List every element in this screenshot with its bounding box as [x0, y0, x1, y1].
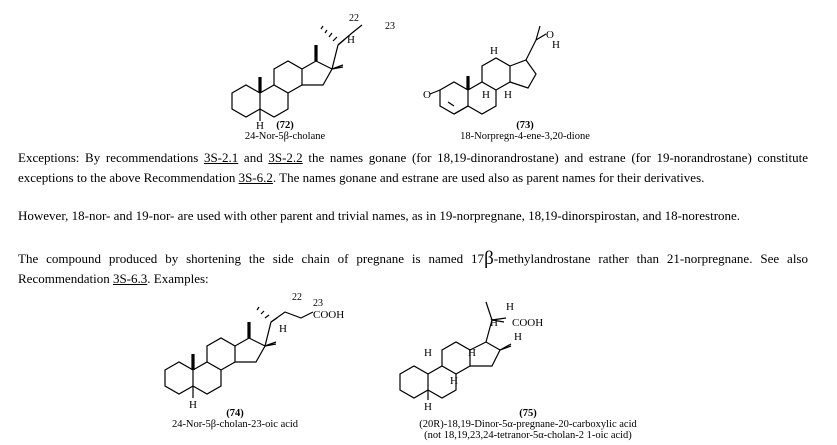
caption-72-number: (72) — [276, 120, 294, 131]
structure-75: H COOH H H H H H H — [390, 296, 610, 413]
caption-73-number: (73) — [516, 120, 534, 131]
p3-text-1: The compound produced by shortening the … — [18, 251, 485, 266]
p1-text-4: . The names gonane and estrane are used … — [272, 169, 705, 185]
paragraph-shortening: The compound produced by shortening the … — [18, 249, 808, 288]
label-74-h17: H — [279, 323, 287, 335]
label-73-o3: O — [423, 89, 431, 101]
structure-72: 22 23 H H — [215, 5, 415, 135]
caption-73: (73) 18-Norpregn-4-ene-3,20-dione — [440, 120, 610, 142]
caption-75: (75) (20R)-18,19-Dinor-5α-pregnane-20-ca… — [388, 408, 668, 441]
label-74-23: 23 — [313, 298, 323, 309]
caption-74-name: 24-Nor-5β-cholan-23-oic acid — [171, 419, 299, 430]
label-72-h17: H — [347, 34, 355, 46]
structure-73-drawing: O O H H H H — [423, 25, 560, 115]
label-75-cooh: COOH — [512, 317, 543, 329]
label-75-h5: H — [424, 401, 432, 413]
label-74-cooh: COOH — [313, 309, 344, 321]
p1-text-1: Exceptions: By recommendations — [18, 150, 204, 165]
caption-74-number: (74) — [226, 408, 244, 419]
p1-text-3: the names gonane (for 18,19-dinorandrost… — [18, 150, 808, 185]
structure-73: O O H H H H — [418, 18, 618, 128]
structure-74-drawing: 22 23 COOH H H — [164, 292, 344, 411]
link-3s-6-3[interactable]: 3S-6.3 — [112, 270, 148, 286]
caption-75-name-alt: (not 18,19,23,24-tetranor-5α-cholan-2 1-… — [424, 430, 632, 441]
label-75-h9: H — [450, 375, 458, 387]
label-72-22: 22 — [349, 13, 359, 24]
p1-text-2: and — [238, 150, 269, 165]
p3-text-2: -methylandrostane rather than 21-norpreg… — [18, 251, 808, 286]
caption-72-name: 24-Nor-5β-cholane — [244, 131, 326, 142]
structure-72-drawing: 22 23 H H — [231, 13, 395, 132]
structure-74: 22 23 COOH H H — [155, 292, 375, 412]
label-72-23: 23 — [385, 21, 395, 32]
label-73-h17: H — [552, 39, 560, 51]
p3-beta: β — [484, 248, 494, 269]
label-74-22: 22 — [292, 292, 302, 303]
label-73-h9: H — [482, 89, 490, 101]
link-3s-2-2[interactable]: 3S-2.2 — [268, 150, 303, 165]
label-73-h14: H — [504, 89, 512, 101]
label-73-o20: O — [546, 29, 554, 41]
caption-75-name: (20R)-18,19-Dinor-5α-pregnane-20-carboxy… — [419, 419, 637, 430]
caption-75-number: (75) — [519, 408, 537, 419]
structure-75-drawing: H COOH H H H H H H — [399, 301, 543, 413]
label-73-h8: H — [490, 45, 498, 57]
paragraph-however: However, 18-nor- and 19-nor- are used wi… — [18, 208, 741, 223]
link-3s-6-2[interactable]: 3S-6.2 — [238, 169, 273, 185]
label-75-h10: H — [424, 347, 432, 359]
link-3s-2-1[interactable]: 3S-2.1 — [203, 150, 239, 165]
label-74-h5: H — [189, 399, 197, 411]
label-75-h8: H — [468, 347, 476, 359]
caption-74: (74) 24-Nor-5β-cholan-23-oic acid — [160, 408, 310, 430]
paragraph-exceptions: Exceptions: By recommendations 3S-2.1 an… — [18, 148, 808, 187]
caption-72: (72) 24-Nor-5β-cholane — [225, 120, 345, 142]
label-75-h14top: H — [490, 317, 498, 329]
label-72-h5: H — [256, 120, 264, 132]
label-75-h20: H — [506, 301, 514, 313]
label-75-h17: H — [514, 331, 522, 343]
caption-73-name: 18-Norpregn-4-ene-3,20-dione — [460, 131, 590, 142]
p3-text-3: . Examples: — [147, 270, 209, 286]
